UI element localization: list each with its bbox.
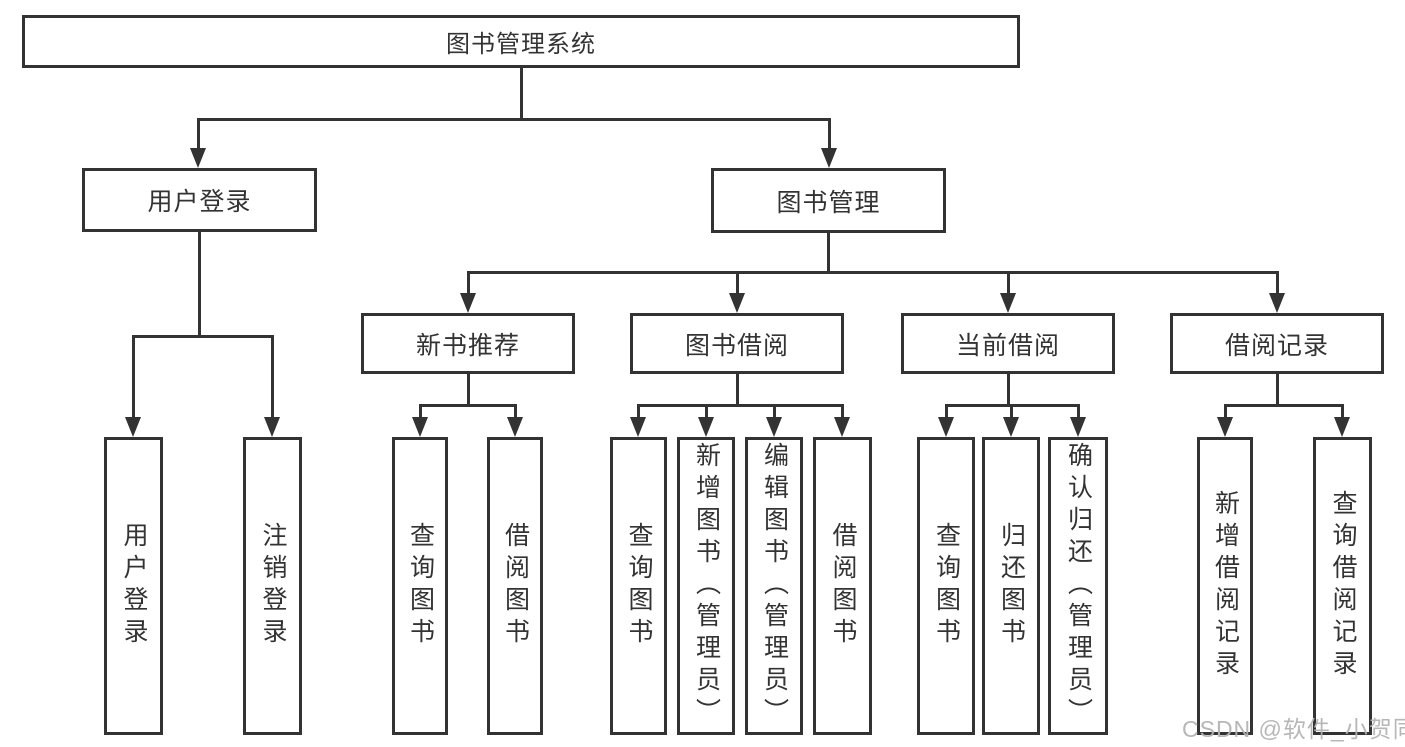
leaf-query-books-3: 查询图书: [917, 437, 975, 735]
node-user-login: 用户登录: [82, 168, 317, 232]
leaf-add-books-admin: 新增图书（管理员）: [677, 437, 735, 735]
leaf-borrow-books-1: 借阅图书: [487, 437, 543, 735]
arrow-down-icon: [1217, 417, 1233, 437]
leaf-logout: 注销登录: [243, 437, 302, 735]
node-label: 借阅记录: [1224, 331, 1329, 360]
node-label: 用户登录: [147, 188, 252, 216]
connector-line: [827, 233, 830, 274]
leaf-confirm-return-admin: 确认归还（管理员）: [1048, 437, 1108, 735]
arrow-down-icon: [938, 417, 954, 437]
node-label: 借阅图书: [829, 522, 857, 650]
node-book-borrowing: 图书借阅: [630, 313, 844, 374]
leaf-add-borrow-record: 新增借阅记录: [1197, 437, 1253, 735]
arrow-down-icon: [1334, 417, 1350, 437]
arrow-down-icon: [1000, 293, 1016, 313]
connector-line: [736, 271, 739, 297]
arrow-down-icon: [821, 148, 837, 168]
node-label: 图书借阅: [684, 331, 789, 360]
connector-line: [1007, 374, 1010, 407]
connector-line: [271, 335, 274, 419]
node-label: 新书推荐: [415, 331, 520, 360]
arrow-down-icon: [630, 417, 646, 437]
node-label: 新增图书（管理员）: [692, 442, 721, 730]
leaf-return-books: 归还图书: [982, 437, 1040, 735]
connector-line: [467, 271, 470, 297]
node-label: 查询图书: [625, 522, 653, 650]
connector-line: [197, 118, 200, 150]
connector-line: [1224, 404, 1344, 407]
connector-line: [520, 68, 523, 119]
node-label: 注销登录: [259, 522, 287, 650]
node-library-management-system: 图书管理系统: [22, 15, 1020, 68]
node-label: 查询图书: [406, 522, 435, 650]
connector-line: [467, 374, 470, 407]
node-new-book-recommendation: 新书推荐: [361, 313, 575, 374]
node-label: 当前借阅: [955, 331, 1060, 360]
connector-line: [197, 118, 831, 121]
arrow-down-icon: [125, 417, 141, 437]
node-book-management: 图书管理: [711, 168, 946, 233]
node-label: 查询借阅记录: [1329, 490, 1357, 682]
arrow-down-icon: [412, 417, 428, 437]
arrow-down-icon: [729, 293, 745, 313]
node-label: 借阅图书: [501, 522, 530, 650]
arrow-down-icon: [1070, 417, 1086, 437]
node-label: 新增借阅记录: [1211, 490, 1240, 682]
connector-line: [773, 404, 776, 420]
node-label: 用户登录: [120, 522, 148, 650]
connector-line: [828, 118, 831, 150]
connector-line: [1010, 404, 1013, 420]
arrow-down-icon: [507, 417, 523, 437]
connector-line: [945, 404, 948, 420]
node-label: 确认归还（管理员）: [1064, 442, 1093, 730]
connector-line: [1007, 271, 1010, 297]
arrow-down-icon: [1269, 293, 1285, 313]
connector-line: [1224, 404, 1227, 420]
csdn-watermark: CSDN @软件_小贺同学: [1182, 716, 1405, 742]
node-label: 图书管理系统: [446, 31, 596, 58]
connector-line: [514, 404, 517, 420]
connector-line: [198, 232, 201, 338]
leaf-query-borrow-record: 查询借阅记录: [1313, 437, 1372, 735]
leaf-borrow-books-2: 借阅图书: [813, 437, 872, 735]
connector-line: [705, 404, 708, 420]
connector-line: [1077, 404, 1080, 420]
connector-line: [736, 374, 739, 407]
leaf-query-books-2: 查询图书: [610, 437, 667, 735]
connector-line: [1341, 404, 1344, 420]
connector-line: [1276, 271, 1279, 297]
arrow-down-icon: [834, 417, 850, 437]
leaf-query-books-1: 查询图书: [392, 437, 448, 735]
arrow-down-icon: [264, 417, 280, 437]
arrow-down-icon: [766, 417, 782, 437]
node-label: 查询图书: [932, 522, 961, 650]
leaf-edit-books-admin: 编辑图书（管理员）: [745, 437, 803, 735]
arrow-down-icon: [460, 293, 476, 313]
node-borrowing-records: 借阅记录: [1170, 313, 1384, 374]
connector-line: [132, 335, 273, 338]
connector-line: [419, 404, 422, 420]
node-label: 图书管理: [776, 188, 881, 217]
node-label: 归还图书: [997, 522, 1026, 650]
arrow-down-icon: [698, 417, 714, 437]
node-current-borrowing: 当前借阅: [901, 313, 1115, 374]
connector-line: [132, 335, 135, 419]
connector-line: [637, 404, 844, 407]
connector-line: [419, 404, 517, 407]
connector-line: [467, 271, 1279, 274]
arrow-down-icon: [190, 148, 206, 168]
node-label: 编辑图书（管理员）: [760, 442, 789, 730]
connector-line: [637, 404, 640, 420]
connector-line: [1276, 374, 1279, 407]
connector-line: [841, 404, 844, 420]
leaf-user-login: 用户登录: [104, 437, 163, 735]
arrow-down-icon: [1003, 417, 1019, 437]
